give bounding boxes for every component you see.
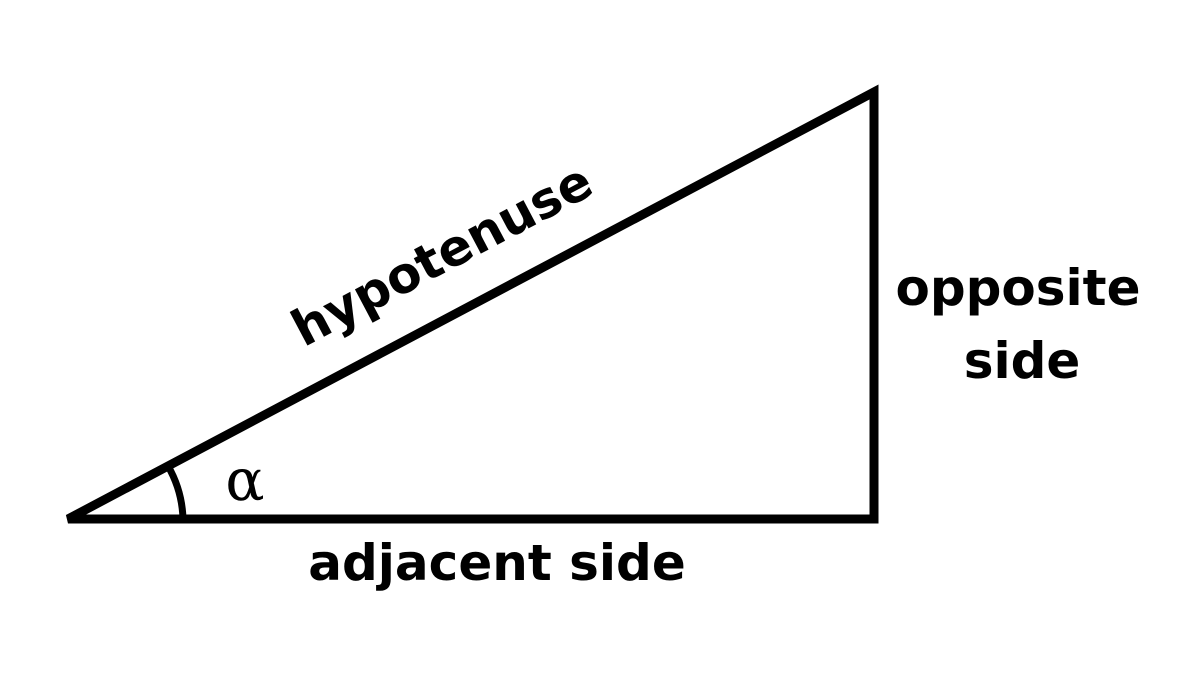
opposite-side-label-line1: opposite [896, 259, 1141, 317]
opposite-side-label-line2: side [964, 332, 1081, 390]
hypotenuse-label: hypotenuse [282, 152, 602, 358]
triangle-outline [65, 84, 879, 524]
adjacent-side-label: adjacent side [308, 534, 685, 592]
angle-label: α [225, 446, 264, 514]
angle-arc [164, 464, 187, 520]
